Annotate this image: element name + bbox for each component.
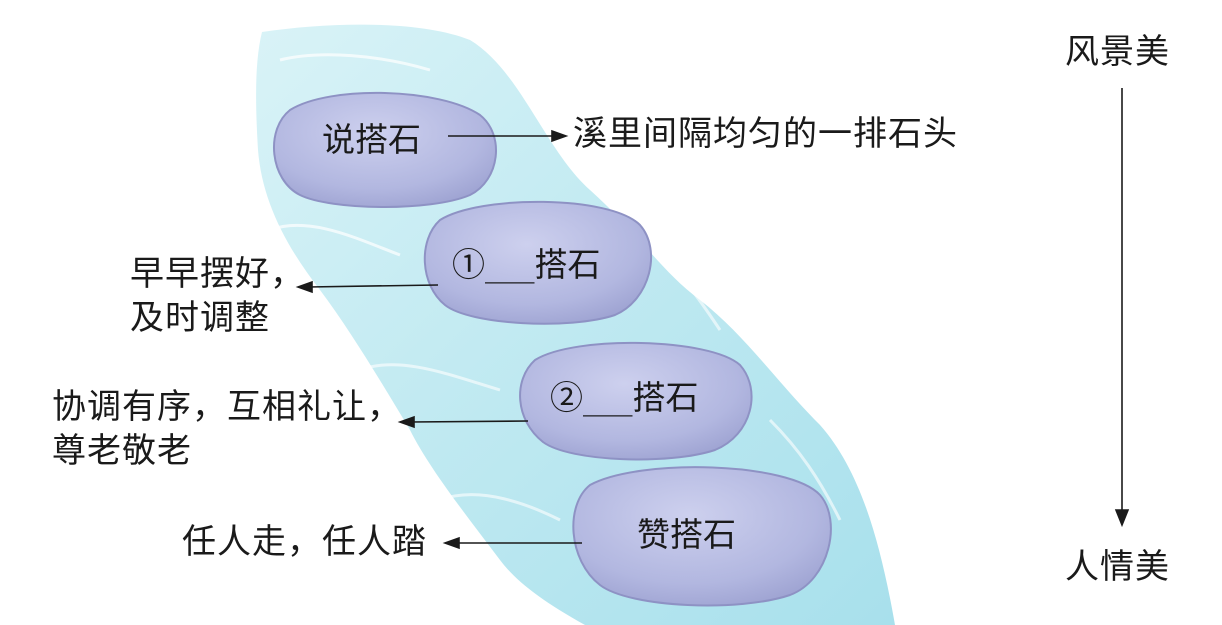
stream-ripple <box>649 248 722 331</box>
stone-3 <box>519 341 753 461</box>
connector-arrow-3 <box>409 420 529 423</box>
stone-label-2: ①___搭石 <box>452 245 601 284</box>
annotation-4: 任人走，任人踏 <box>182 522 427 562</box>
arrowhead <box>551 129 569 143</box>
annotation-1: 溪里间隔均匀的一排石头 <box>573 114 958 154</box>
annotation-2-line2: 及时调整 <box>130 298 270 338</box>
stream-ripple <box>279 53 431 72</box>
arrowhead <box>397 415 415 429</box>
stream-ripple <box>439 493 561 522</box>
stone-label-4: 赞搭石 <box>637 515 736 554</box>
stone-1 <box>273 91 497 208</box>
arrowhead <box>1114 509 1130 528</box>
stone-4 <box>572 466 832 607</box>
stone-label-3: ②___搭石 <box>550 378 699 417</box>
stone-2 <box>423 200 653 325</box>
stream-ripple <box>359 363 501 392</box>
arrowhead <box>442 536 460 550</box>
annotation-3-line1: 协调有序，互相礼让， <box>52 387 402 427</box>
axis-label-top: 风景美 <box>1065 32 1170 72</box>
stream-ripple <box>269 223 401 257</box>
arrowhead <box>295 280 313 294</box>
axis-label-bottom: 人情美 <box>1065 547 1170 587</box>
annotation-2-line1: 早早摆好， <box>130 254 305 294</box>
annotation-3-line2: 尊老敬老 <box>52 431 192 471</box>
stream-ripple <box>518 88 577 162</box>
stream-ripple <box>768 418 842 521</box>
connector-arrow-2 <box>307 284 439 288</box>
stone-label-1: 说搭石 <box>322 120 421 159</box>
